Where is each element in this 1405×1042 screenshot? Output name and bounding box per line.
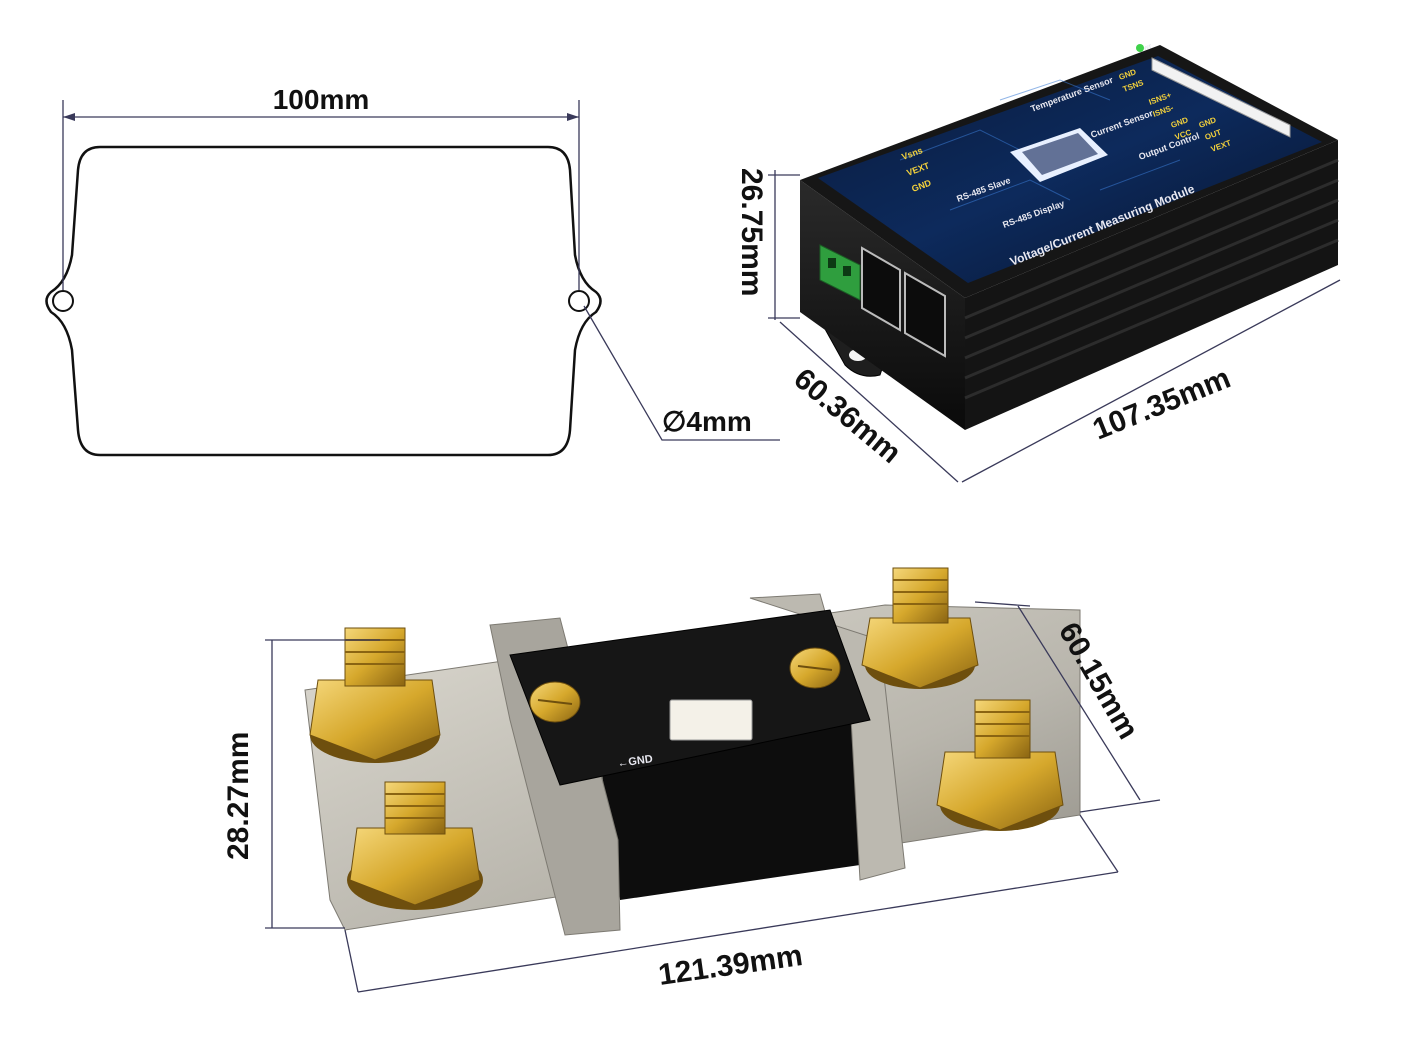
shunt-length-dimension: 121.39mm	[656, 939, 804, 992]
shunt-gnd-label: ←GND	[617, 753, 654, 770]
shunt-image: ←GND	[222, 567, 1161, 993]
module-height-dimension: 26.75mm	[735, 168, 768, 296]
shunt-height-dimension: 28.27mm	[222, 732, 255, 860]
shunt-bolt-back-right	[861, 567, 979, 689]
measuring-module-image: Temperature Sensor Current Sensor Output…	[735, 43, 1341, 483]
mounting-outline-drawing: 100mm ∅4mm	[45, 84, 780, 457]
hole-diameter-dimension: ∅4mm	[662, 406, 752, 437]
green-terminal-block	[819, 244, 861, 301]
qr-code	[1010, 128, 1108, 182]
outline-width-dimension: 100mm	[273, 84, 370, 115]
shunt-bolt-front-left	[347, 781, 483, 910]
shunt-bolt-back-left	[309, 627, 441, 763]
shunt-resistor-block	[600, 720, 860, 900]
module-dimension-lines	[768, 170, 1341, 483]
module-depth-dimension: 60.36mm	[788, 362, 908, 470]
connector-header	[669, 699, 753, 741]
shunt-dimension-lines	[265, 601, 1161, 993]
rs485-ports	[861, 246, 946, 358]
mounting-plate-outline	[45, 145, 602, 457]
label-pwr: Pwr	[1138, 43, 1153, 54]
mounting-hole-left	[52, 290, 74, 312]
module-length-dimension: 107.35mm	[1088, 362, 1235, 447]
power-led	[1136, 44, 1144, 52]
shunt-pcb: ←GND	[509, 609, 871, 786]
pin-header-connector	[1151, 57, 1291, 138]
shunt-bolt-front-right	[936, 699, 1064, 831]
mounting-hole-right	[568, 290, 590, 312]
